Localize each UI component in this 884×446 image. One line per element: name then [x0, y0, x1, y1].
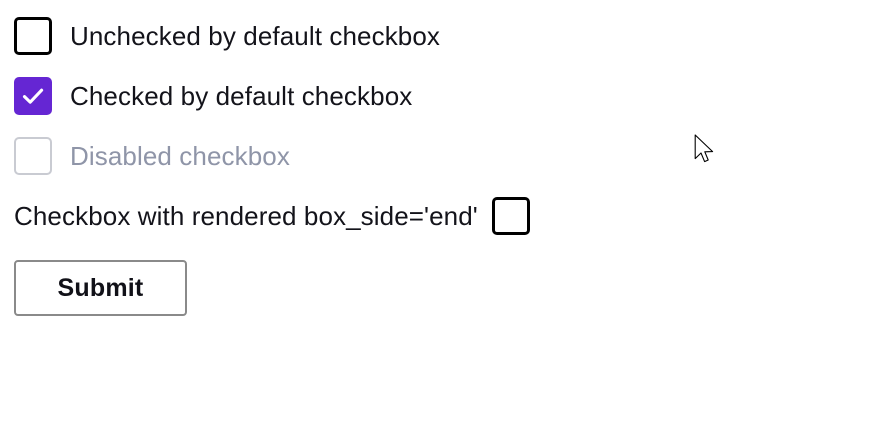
checkbox-row-unchecked-by-default[interactable]: Unchecked by default checkbox	[14, 16, 440, 56]
checkmark-icon	[22, 88, 44, 104]
checkbox-row-checked-by-default[interactable]: Checked by default checkbox	[14, 76, 412, 116]
checkbox-disabled-icon	[14, 137, 52, 175]
submit-button[interactable]: Submit	[14, 260, 187, 316]
checkbox-label-disabled: Disabled checkbox	[70, 141, 290, 171]
checkbox-empty-icon[interactable]	[491, 197, 530, 235]
checkbox-label-unchecked-by-default: Unchecked by default checkbox	[70, 21, 441, 51]
checkbox-label-checked-by-default: Checked by default checkbox	[70, 81, 413, 111]
checkbox-checked-icon[interactable]	[14, 77, 52, 115]
checkbox-row-box-side-end[interactable]: Checkbox with rendered box_side='end'	[14, 196, 530, 236]
arrow-cursor-icon	[694, 134, 714, 163]
checkbox-label-box-side-end: Checkbox with rendered box_side='end'	[14, 201, 478, 231]
checkbox-empty-icon[interactable]	[14, 17, 52, 55]
checkbox-row-disabled: Disabled checkbox	[14, 136, 290, 176]
